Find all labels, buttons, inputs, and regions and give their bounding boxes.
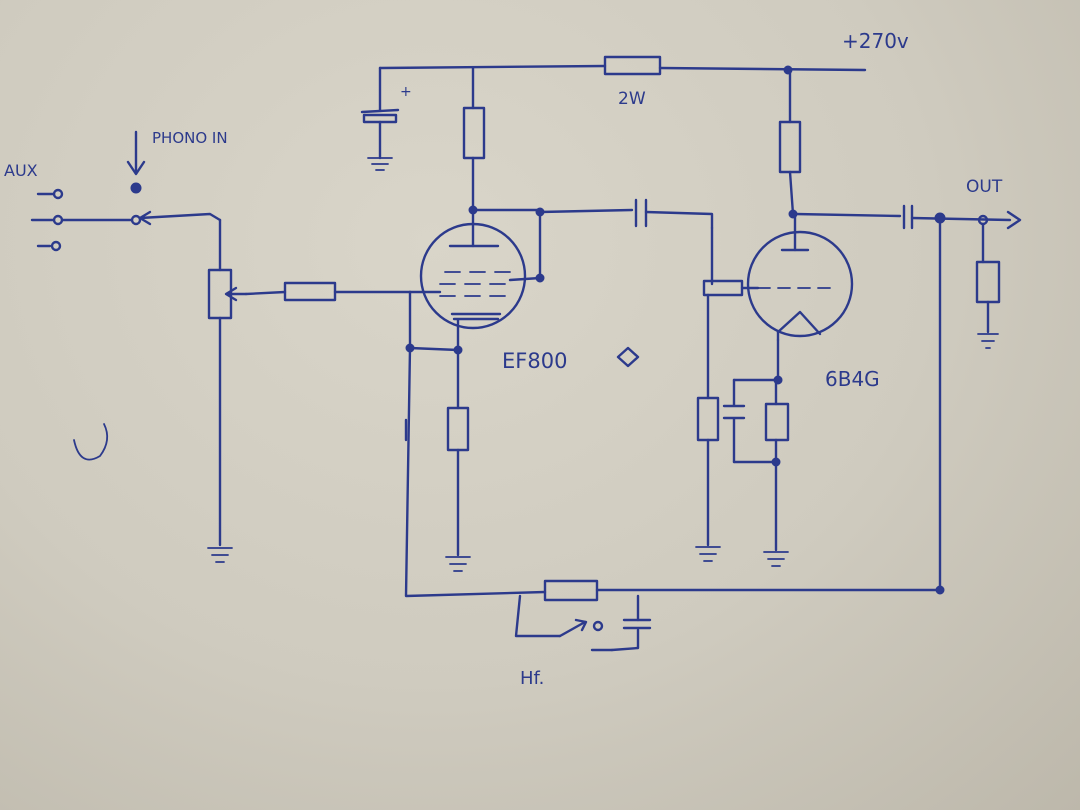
phono-input-jack (126, 130, 146, 194)
capacitor-plus-label: + (400, 84, 412, 100)
hf-label: Hf. (520, 668, 544, 689)
stray-mark (73, 423, 109, 461)
ef800-pentode (408, 207, 545, 330)
aux-label: AUX (4, 161, 38, 180)
aux-terminals (30, 188, 64, 252)
filter-capacitor (360, 66, 400, 171)
output-label: OUT (966, 177, 1003, 197)
6b4g-tube-label: 6B4G (825, 367, 880, 391)
6b4g-grid-network (695, 279, 760, 562)
phono-in-label: PHONO IN (152, 129, 228, 147)
ef800-anode-load (462, 66, 486, 215)
6b4g-anode-load (778, 68, 802, 219)
dropper-rating-label: 2W (618, 89, 646, 109)
output-coupling (793, 204, 1022, 230)
ef800-cathode-circuit (405, 290, 471, 572)
grid-resistor (244, 281, 412, 302)
ef800-tube-label: EF800 (502, 349, 567, 373)
diamond-mark-icon (616, 346, 640, 368)
supply-rail (378, 64, 867, 75)
hf-switch (514, 594, 652, 652)
6b4g-cathode-circuit (722, 338, 790, 567)
output-terminal (975, 214, 1001, 349)
6b4g-triode (746, 212, 854, 342)
dropper-resistor (603, 55, 662, 76)
input-selector-switch (60, 210, 222, 226)
volume-potentiometer (207, 218, 248, 563)
coupling-capacitor (538, 198, 714, 286)
supply-voltage-label: +270v (842, 29, 909, 53)
feedback-loop (404, 220, 945, 602)
